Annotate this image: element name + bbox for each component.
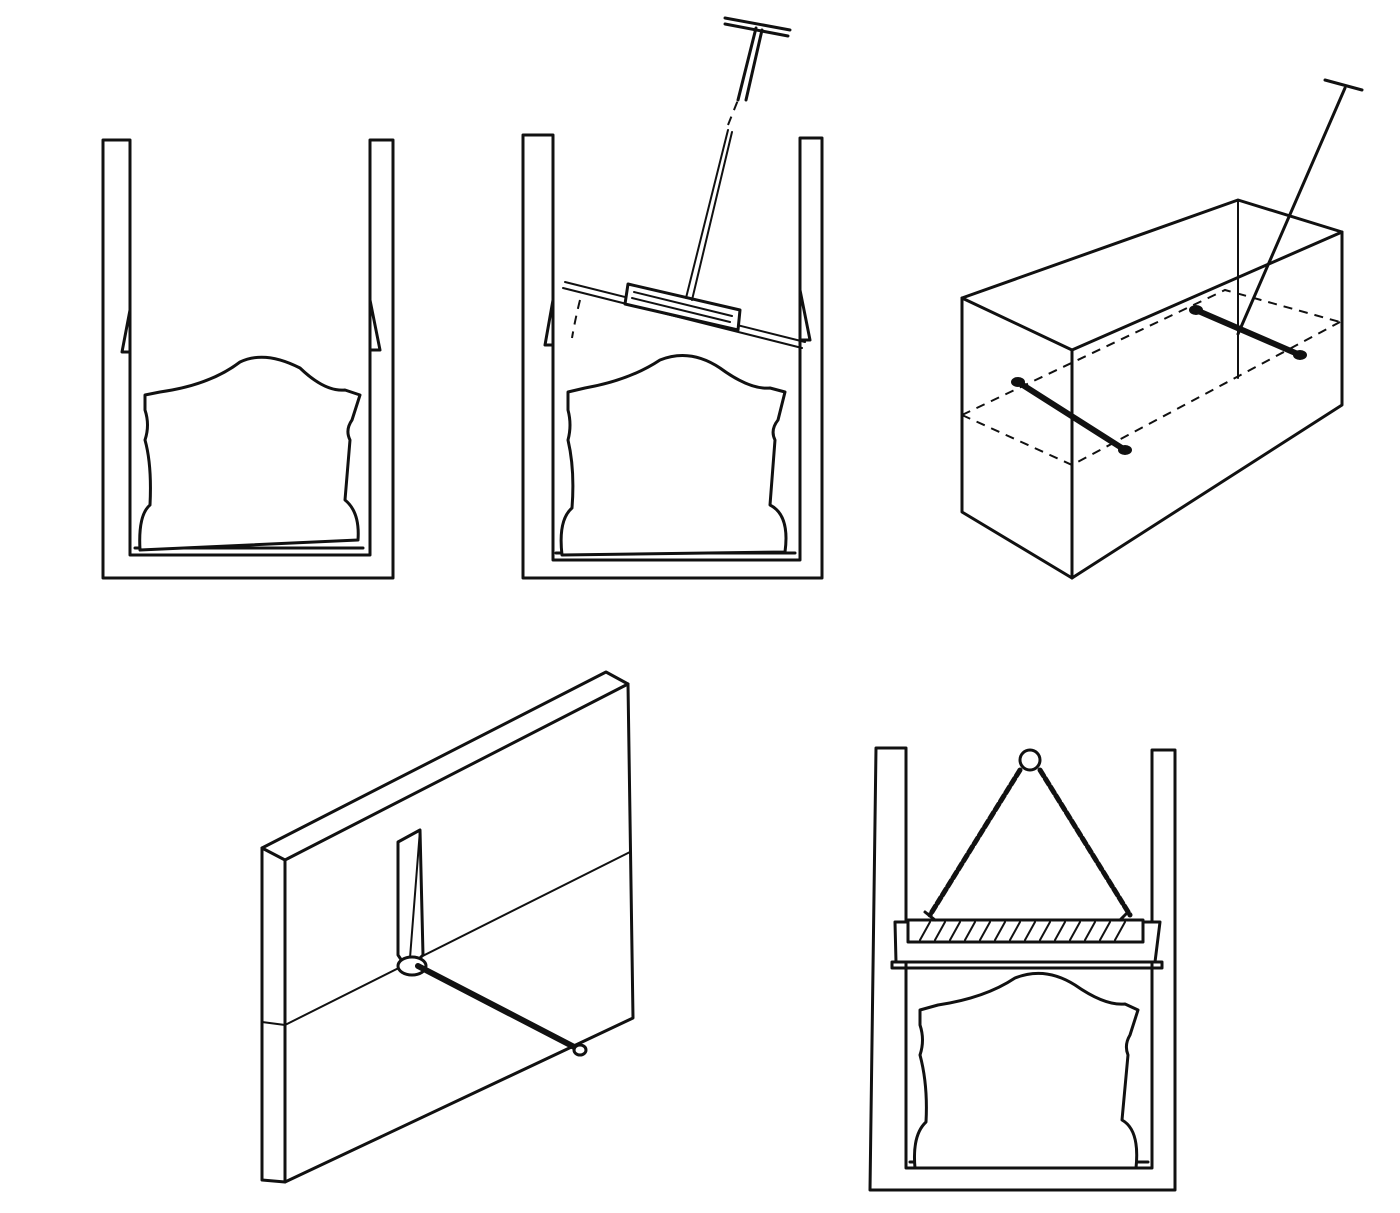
- tbar-handle-shaft: [736, 26, 764, 102]
- beam-bottom-plate: [890, 960, 1164, 970]
- lifting-shaft: [1236, 86, 1347, 336]
- panel-block-with-lifting-pins: [960, 78, 1364, 580]
- drilled-channel: [415, 963, 583, 1053]
- slab-front-face: [260, 846, 287, 1184]
- slab-split-line: [261, 851, 631, 1026]
- right-guide-notch: [368, 298, 382, 352]
- sling-hook-ring: [1018, 748, 1042, 772]
- drill-plane-front: [961, 321, 1341, 467]
- wedge-cut-edge: [409, 829, 421, 959]
- sling-right-rope: [1037, 767, 1133, 918]
- left-guide-notch: [543, 298, 555, 347]
- tbar-handle-grip: [723, 16, 792, 38]
- swing-arc: [571, 299, 581, 339]
- sling-end-left: [923, 910, 937, 922]
- channel-u-frame: [101, 138, 395, 580]
- drill-hole-exit: [572, 1043, 588, 1057]
- headstone-shape: [559, 354, 788, 557]
- lifter-clamp-block: [623, 282, 742, 332]
- lifting-pin-back: [1193, 307, 1303, 358]
- drill-hole-mouth: [396, 955, 428, 977]
- left-guide-notch: [120, 308, 132, 354]
- pin-end-back-a: [1189, 305, 1203, 315]
- lifter-clamp-detail: [631, 291, 733, 323]
- sling-end-right: [1118, 910, 1130, 922]
- lifting-beam-hatching: [919, 921, 1126, 941]
- panel-channel-with-sling-lift: [868, 746, 1177, 1192]
- headstone-shape: [913, 971, 1140, 1170]
- tbar-handle-grip: [1323, 78, 1364, 92]
- block-front-face: [960, 296, 1074, 580]
- lifting-shaft: [685, 129, 733, 301]
- drill-plane-back: [961, 288, 1341, 416]
- headstone-shape: [138, 355, 362, 552]
- channel-u-frame: [868, 746, 1177, 1192]
- pin-end-back-b: [1293, 350, 1307, 360]
- pin-end-front-b: [1118, 445, 1132, 455]
- panel-slab-with-drilled-hole: [260, 670, 635, 1184]
- right-guide-notch: [798, 288, 812, 342]
- block-side-face: [1070, 230, 1344, 580]
- sling-left-rope: [927, 767, 1023, 918]
- slab-top-edge: [260, 670, 630, 862]
- panel-channel-with-tbar-lifter: [521, 16, 824, 580]
- channel-u-frame: [521, 133, 824, 580]
- shaft-break-line: [727, 99, 739, 126]
- pin-end-front-a: [1011, 377, 1025, 387]
- panel-channel-with-headstone: [101, 138, 395, 580]
- slab-side-face: [283, 682, 635, 1184]
- lifting-pin-front: [1015, 379, 1128, 453]
